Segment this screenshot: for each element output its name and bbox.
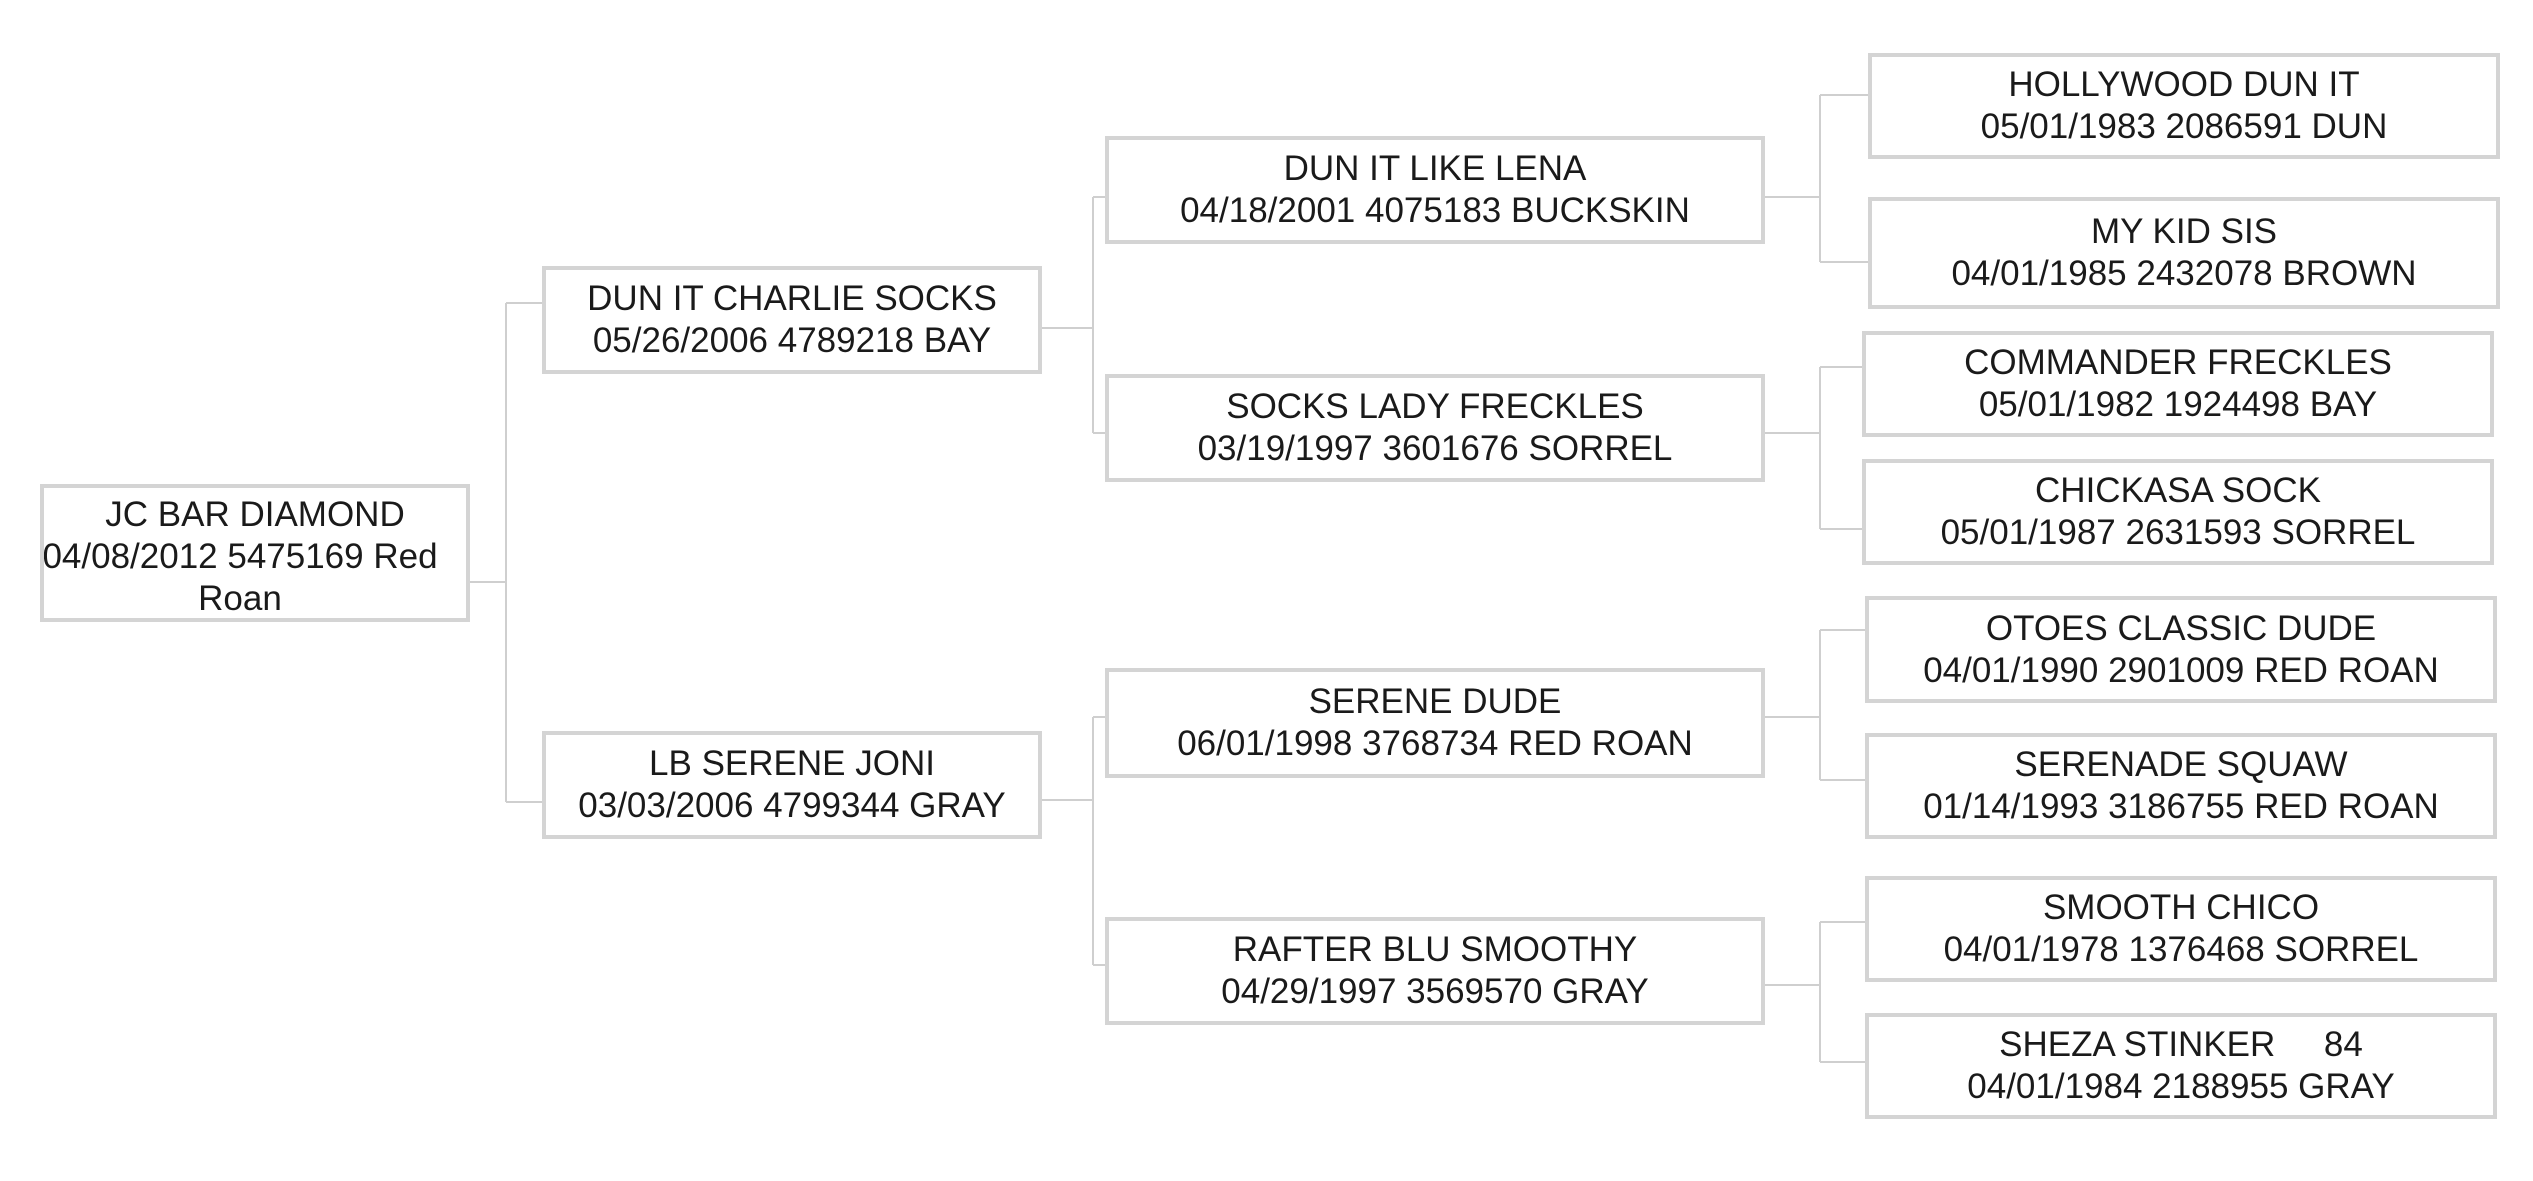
horse-name: RAFTER BLU SMOOTHY — [1232, 930, 1638, 969]
horse-details: 04/01/1990 2901009 RED ROAN — [1923, 650, 2439, 690]
horse-details: 05/26/2006 4789218 BAY — [592, 321, 992, 360]
horse-box-dam[interactable]: LB SERENE JONI 03/03/2006 4799344 GRAY — [542, 731, 1042, 839]
horse-box-sire-dam-dam[interactable]: CHICKASA SOCK 05/01/1987 2631593 SORREL — [1862, 459, 2494, 565]
horse-details: 04/18/2001 4075183 BUCKSKIN — [1180, 191, 1690, 230]
horse-box-sire-dam[interactable]: SOCKS LADY FRECKLES 03/19/1997 3601676 S… — [1105, 374, 1765, 482]
horse-details: 04/29/1997 3569570 GRAY — [1221, 972, 1649, 1011]
horse-name: COMMANDER FRECKLES — [1964, 343, 2392, 382]
horse-name: SERENADE SQUAW — [2014, 745, 2348, 784]
horse-name: CHICKASA SOCK — [2035, 471, 2321, 510]
horse-box-dam-dam-dam[interactable]: SHEZA STINKER 84 04/01/1984 2188955 GRAY — [1865, 1013, 2497, 1119]
horse-details: 03/19/1997 3601676 SORREL — [1197, 429, 1673, 468]
horse-details: 05/01/1983 2086591 DUN — [1980, 107, 2388, 146]
horse-name: OTOES CLASSIC DUDE — [1985, 608, 2377, 648]
horse-box-sire-dam-sire[interactable]: COMMANDER FRECKLES 05/01/1982 1924498 BA… — [1862, 331, 2494, 437]
horse-name: SERENE DUDE — [1308, 682, 1562, 721]
horse-name: DUN IT CHARLIE SOCKS — [587, 279, 997, 318]
horse-name: SMOOTH CHICO — [2042, 888, 2320, 927]
horse-box-sire-sire[interactable]: DUN IT LIKE LENA 04/18/2001 4075183 BUCK… — [1105, 136, 1765, 244]
horse-name: SOCKS LADY FRECKLES — [1226, 387, 1644, 426]
horse-name: SHEZA STINKER 84 — [1999, 1025, 2363, 1064]
horse-box-sire[interactable]: DUN IT CHARLIE SOCKS 05/26/2006 4789218 … — [542, 266, 1042, 374]
horse-name: LB SERENE JONI — [649, 744, 935, 783]
horse-details: 05/01/1987 2631593 SORREL — [1940, 513, 2416, 552]
horse-box-dam-dam-sire[interactable]: SMOOTH CHICO 04/01/1978 1376468 SORREL — [1865, 876, 2497, 982]
horse-details: 01/14/1993 3186755 RED ROAN — [1923, 787, 2439, 826]
horse-name: HOLLYWOOD DUN IT — [2008, 65, 2360, 104]
horse-box-subject[interactable]: JC BAR DIAMOND 04/08/2012 5475169 Red Ro… — [40, 484, 470, 622]
horse-name: JC BAR DIAMOND — [105, 495, 405, 534]
horse-details: 03/03/2006 4799344 GRAY — [578, 786, 1006, 825]
horse-box-dam-sire-sire[interactable]: OTOES CLASSIC DUDE 04/01/1990 2901009 RE… — [1865, 596, 2497, 703]
horse-box-sire-sire-sire[interactable]: HOLLYWOOD DUN IT 05/01/1983 2086591 DUN — [1868, 53, 2500, 159]
horse-box-dam-sire-dam[interactable]: SERENADE SQUAW 01/14/1993 3186755 RED RO… — [1865, 733, 2497, 839]
horse-details: 04/01/1984 2188955 GRAY — [1967, 1067, 2395, 1106]
horse-details: 04/08/2012 5475169 Red Roan — [42, 537, 438, 618]
horse-box-dam-sire[interactable]: SERENE DUDE 06/01/1998 3768734 RED ROAN — [1105, 668, 1765, 778]
horse-box-dam-dam[interactable]: RAFTER BLU SMOOTHY 04/29/1997 3569570 GR… — [1105, 917, 1765, 1025]
horse-name: DUN IT LIKE LENA — [1283, 149, 1587, 188]
horse-name: MY KID SIS — [2090, 212, 2278, 251]
horse-details: 04/01/1985 2432078 BROWN — [1951, 254, 2417, 293]
horse-box-sire-sire-dam[interactable]: MY KID SIS 04/01/1985 2432078 BROWN — [1868, 197, 2500, 309]
horse-details: 04/01/1978 1376468 SORREL — [1943, 930, 2419, 969]
horse-details: 06/01/1998 3768734 RED ROAN — [1177, 724, 1693, 763]
horse-details: 05/01/1982 1924498 BAY — [1978, 385, 2378, 424]
